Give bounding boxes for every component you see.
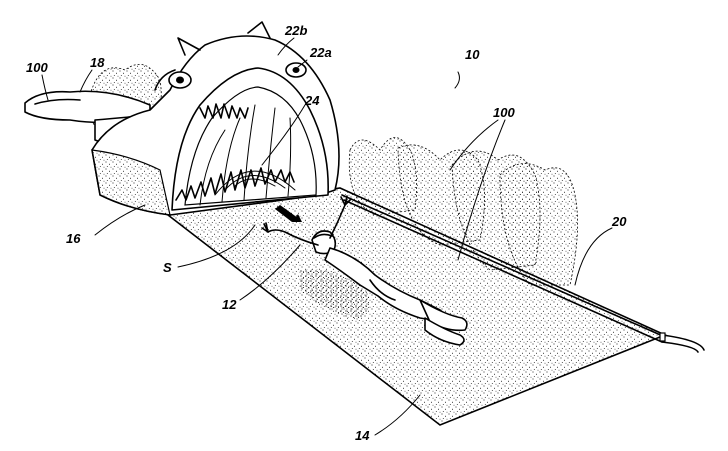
- label-100-spray: 100: [493, 105, 515, 120]
- label-22b: 22b: [284, 23, 307, 38]
- label-14: 14: [355, 428, 370, 443]
- label-20: 20: [611, 214, 627, 229]
- slide-direction-arrow: [275, 205, 302, 222]
- label-12: 12: [222, 297, 237, 312]
- label-16: 16: [66, 231, 81, 246]
- person-sliding: [261, 195, 468, 346]
- label-S: S: [163, 260, 172, 275]
- leader-lines: [41, 37, 613, 436]
- label-22a: 22a: [309, 45, 332, 60]
- label-10: 10: [465, 47, 480, 62]
- reference-labels: 100 18 22b 22a 10 24 100 16 20 S 12 14: [26, 23, 627, 443]
- label-18: 18: [90, 55, 105, 70]
- label-100-tail: 100: [26, 60, 48, 75]
- label-24: 24: [304, 93, 320, 108]
- shark-eyes: [168, 62, 307, 89]
- shark-mouth: [171, 67, 329, 211]
